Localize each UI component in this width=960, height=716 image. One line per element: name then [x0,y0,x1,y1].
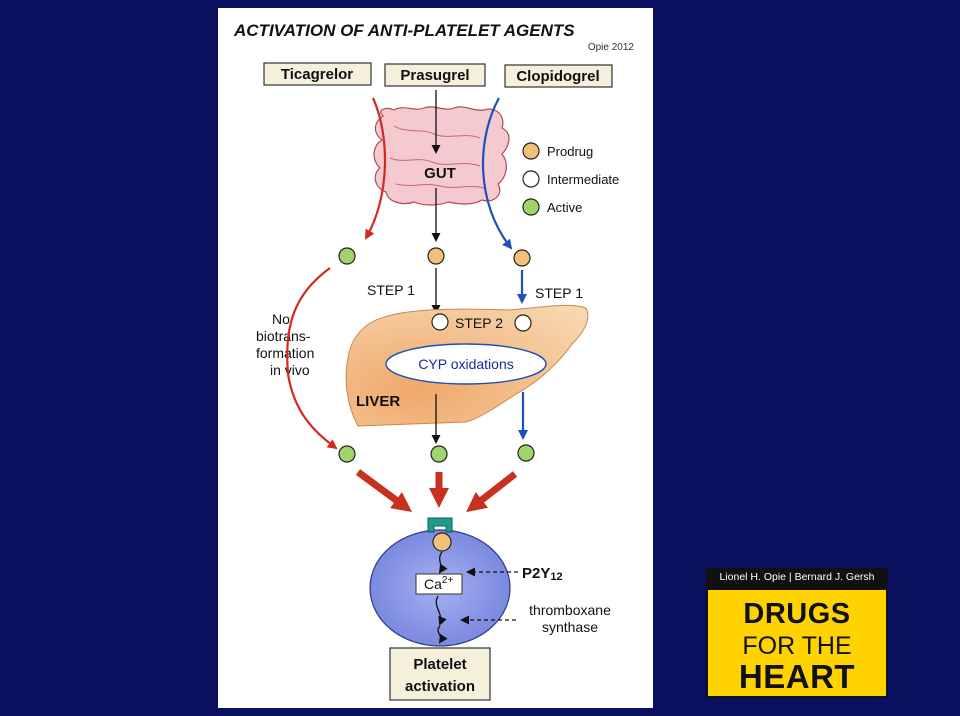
book-title-line-1: DRUGS [743,598,851,630]
p2y12-receptor-icon [427,517,453,533]
drug-label-prasugrel: Prasugrel [400,67,469,84]
drug-box-prasugrel: Prasugrel [384,63,486,87]
drug-box-ticagrelor: Ticagrelor [263,62,372,86]
platelet-activation-line-2: activation [405,678,475,695]
gut-illustration [373,106,510,206]
legend-active-marker [522,198,540,216]
gut-label: GUT [424,165,456,182]
drug-label-ticagrelor: Ticagrelor [281,66,353,83]
clopidogrel-final-active-dot [517,444,535,462]
no-biotransformation-line-4: in vivo [270,362,310,378]
drug-label-clopidogrel: Clopidogrel [516,68,599,85]
prasugrel-final-active-dot [430,445,448,463]
book-title-line-3: HEART [738,658,856,695]
step2-label: STEP 2 [455,315,503,331]
ticagrelor-final-active-dot [338,445,356,463]
cyp-oxidations-label: CYP oxidations [418,356,513,372]
drug-box-clopidogrel: Clopidogrel [504,64,613,88]
bound-prodrug-dot [432,532,452,552]
calcium-label: Ca2+ [424,575,453,592]
p2y12-label: P2Y12 [522,565,563,583]
figure-title: ACTIVATION OF ANTI-PLATELET AGENTS [233,21,575,40]
clopidogrel-intermediate-dot [514,314,532,332]
legend: Prodrug Intermediate Active [522,142,619,216]
legend-active-label: Active [547,200,582,215]
no-biotransformation-line-3: formation [256,345,314,361]
thromboxane-line-1: thromboxane [529,602,611,618]
prasugrel-intermediate-dot [431,313,449,331]
thromboxane-line-2: synthase [542,619,598,635]
prasugrel-prodrug-dot [427,247,445,265]
liver-label: LIVER [356,393,400,410]
book-cover-thumbnail: Lionel H. Opie | Bernard J. Gersh DRUGS … [706,568,888,698]
no-biotransformation-line-2: biotrans- [256,328,311,344]
no-biotransformation-line-1: No [272,311,290,327]
figure-panel: ACTIVATION OF ANTI-PLATELET AGENTS Opie … [218,8,653,708]
clopidogrel-prodrug-dot [513,249,531,267]
legend-intermediate-label: Intermediate [547,172,619,187]
cyp-oxidations-bubble [385,343,547,385]
legend-prodrug-label: Prodrug [547,144,593,159]
step1-left-label: STEP 1 [367,282,415,298]
antiplatelet-activation-diagram: ACTIVATION OF ANTI-PLATELET AGENTS Opie … [233,21,635,701]
ticagrelor-active-dot [338,247,356,265]
step1-right-label: STEP 1 [535,285,583,301]
liver-illustration [345,304,589,427]
book-authors: Lionel H. Opie | Bernard J. Gersh [719,571,875,583]
legend-intermediate-marker [522,170,540,188]
book-title-line-2: FOR THE [742,632,852,660]
calcium-box [415,573,463,595]
figure-credit: Opie 2012 [588,42,635,53]
book-cover-panel: DRUGS FOR THE HEART [708,590,886,696]
platelet-activation-box: Platelet activation [389,647,491,701]
platelet-activation-line-1: Platelet [413,656,466,673]
legend-prodrug-marker [522,142,540,160]
